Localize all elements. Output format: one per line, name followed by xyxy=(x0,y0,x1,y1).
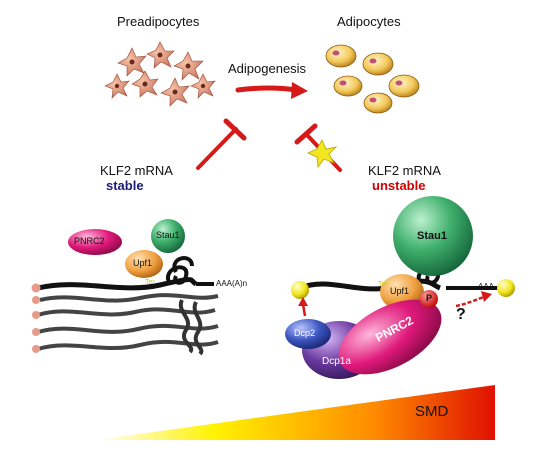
dcp1a-label: Dcp1a xyxy=(322,356,351,367)
left-mrna-label: KLF2 mRNA xyxy=(100,163,173,178)
adipocytes-label: Adipocytes xyxy=(337,14,401,29)
right-state-label: unstable xyxy=(372,178,426,193)
smd-label: SMD xyxy=(415,403,449,420)
pnrc2-protein-right xyxy=(338,299,442,375)
preadipocytes-label: Preadipocytes xyxy=(117,14,200,29)
right-mrna-label: KLF2 mRNA xyxy=(368,163,441,178)
stau1-protein-left xyxy=(151,219,185,253)
phospho-label: P xyxy=(426,293,433,303)
cap-right-icon xyxy=(497,279,515,297)
break-star-icon xyxy=(307,139,338,169)
upf1-protein-left xyxy=(125,250,163,278)
adipogenesis-label: Adipogenesis xyxy=(228,61,307,76)
stau1-protein-right xyxy=(393,196,473,276)
left-inhibition-arrow xyxy=(196,118,247,170)
dcp2-protein xyxy=(285,319,331,349)
ter-label-right: Ter xyxy=(378,281,388,288)
cap-left-icon xyxy=(291,281,309,299)
stable-mrna-bundle xyxy=(32,293,219,356)
left-state-label: stable xyxy=(106,178,144,193)
decay-arrow xyxy=(455,291,492,308)
phospho-badge xyxy=(420,290,438,308)
pnrc2-label-left: PNRC2 xyxy=(74,236,105,246)
upf1-label-left: Upf1 xyxy=(133,258,153,268)
adipocyte-cells xyxy=(325,44,420,114)
adipogenesis-arrow xyxy=(235,82,308,99)
dcp2-label: Dcp2 xyxy=(294,328,316,338)
smd-gradient-wedge xyxy=(95,385,495,440)
pnrc2-protein-left xyxy=(68,229,122,255)
question-mark: ? xyxy=(456,306,466,323)
stable-main-mrna xyxy=(31,256,214,293)
polya-short-label: AAA xyxy=(478,282,495,291)
ter-label-left: Ter xyxy=(145,279,155,286)
preadipocyte-cells xyxy=(104,41,216,107)
upf1-label-right: Upf1 xyxy=(390,286,410,296)
stau1-label-left: Stau1 xyxy=(156,230,180,240)
stau1-label-right: Stau1 xyxy=(417,230,447,242)
decapping-arrow xyxy=(298,297,308,317)
polya-label: AAA(A)n xyxy=(216,279,248,288)
